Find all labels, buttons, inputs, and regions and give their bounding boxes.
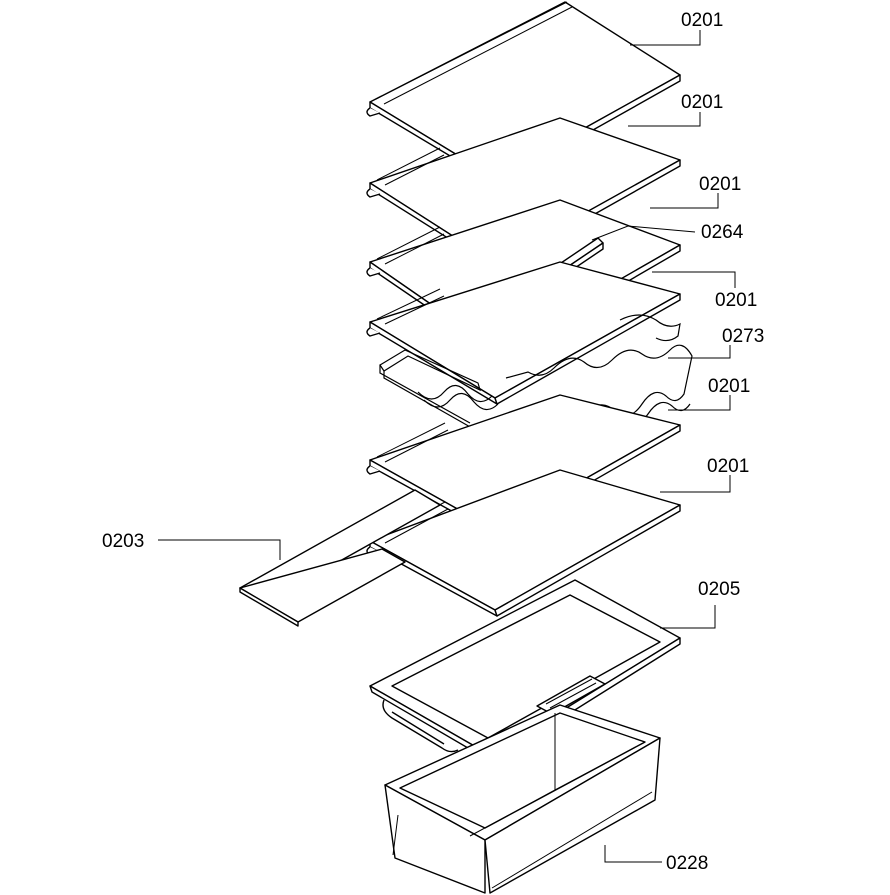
- callout-0273-bottle-rack: 0273: [722, 326, 764, 347]
- callout-0201-shelf-1: 0201: [681, 10, 723, 31]
- callout-0201-shelf-6: 0201: [707, 456, 749, 477]
- leader-lines: [158, 30, 736, 863]
- callout-0201-shelf-4: 0201: [715, 290, 757, 311]
- callout-0201-shelf-3: 0201: [699, 174, 741, 195]
- callout-0201-shelf-5: 0201: [708, 376, 750, 397]
- callout-labels: 0201 0201 0201 0264 0201 0273 0201 0201 …: [102, 10, 764, 874]
- callout-0203-cover-plate: 0203: [102, 531, 144, 552]
- callout-0264-clip: 0264: [701, 222, 744, 243]
- crisper-drawer: [384, 704, 661, 894]
- callout-0228-crisper-drawer: 0228: [666, 853, 708, 874]
- callout-0201-shelf-2: 0201: [681, 92, 723, 113]
- cover-plate: [239, 489, 441, 627]
- crisper-cover: [369, 579, 681, 763]
- callout-0205-crisper-cover: 0205: [698, 579, 740, 600]
